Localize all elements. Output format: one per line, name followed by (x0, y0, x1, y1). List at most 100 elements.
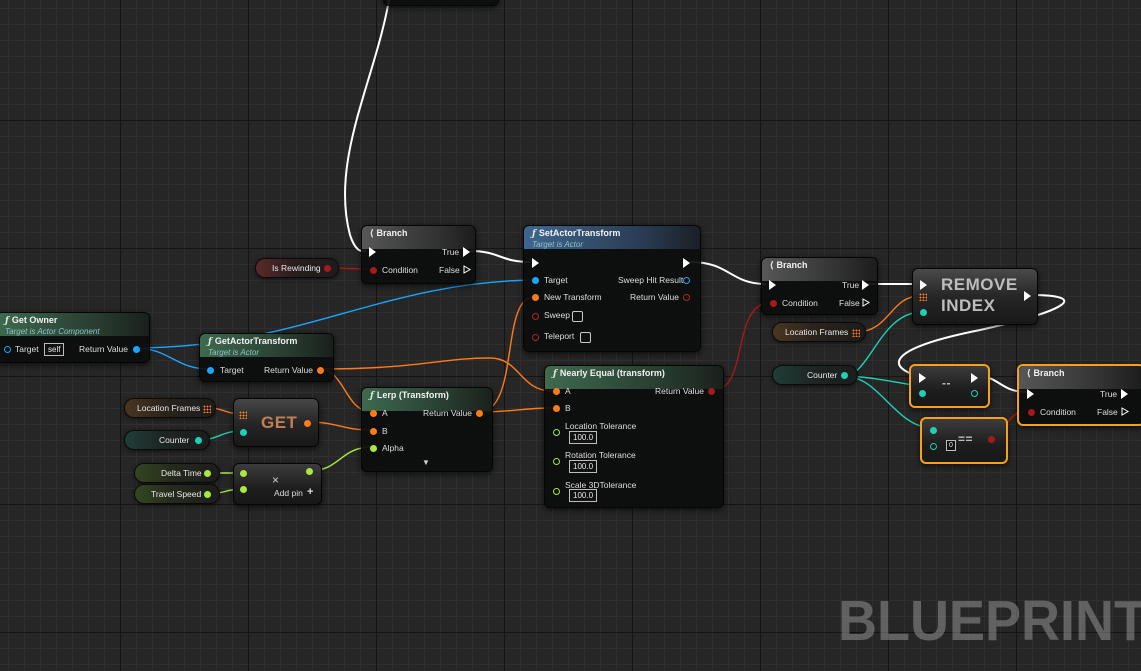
branch-1-false-pin[interactable] (463, 265, 471, 274)
branch-3-title: Branch (1033, 368, 1065, 378)
branch-2-true-pin[interactable] (862, 280, 869, 290)
teleport-checkbox[interactable] (580, 332, 591, 343)
var-location-frames-1[interactable]: Location Frames (124, 398, 216, 418)
equal-default-input[interactable]: 0 (946, 440, 956, 451)
nearly-equal-title: Nearly Equal (transform) (559, 368, 665, 378)
var-travel-speed-pin[interactable] (204, 491, 211, 498)
get-owner-target-label: Target (15, 344, 39, 354)
rotation-tolerance-input[interactable]: 100.0 (569, 460, 598, 473)
decrement-exec-in[interactable] (919, 373, 926, 383)
equal-b-pin[interactable] (930, 443, 937, 450)
multiply-b-pin[interactable] (240, 486, 247, 493)
nearly-equal-a-label: A (565, 386, 571, 396)
var-delta-time-pin[interactable] (204, 470, 211, 477)
var-is-rewinding[interactable]: Is Rewinding (255, 258, 339, 278)
add-pin-label[interactable]: Add pin (274, 488, 303, 498)
add-pin-plus-icon[interactable]: + (307, 486, 314, 498)
set-actor-transform-target-pin[interactable] (532, 277, 539, 284)
set-actor-transform-sweep-hit-pin[interactable] (683, 277, 690, 284)
nearly-equal-return-pin[interactable] (708, 388, 715, 395)
var-is-rewinding-pin[interactable] (324, 265, 331, 272)
nearly-equal-b-pin[interactable] (553, 405, 560, 412)
var-counter-1-pin[interactable] (195, 437, 202, 444)
branch-node-3[interactable]: ⟨Branch True Condition False (1017, 364, 1141, 426)
remove-index-exec-out[interactable] (1024, 291, 1031, 301)
branch-2-condition-pin[interactable] (770, 300, 777, 307)
remove-index-node[interactable]: REMOVE INDEX (912, 268, 1038, 325)
remove-index-line2: INDEX (941, 296, 996, 315)
lerp-expand-arrow[interactable]: ▼ (422, 458, 430, 467)
array-pin-icon[interactable] (203, 405, 211, 413)
lerp-return-pin[interactable] (476, 410, 483, 417)
branch-3-exec-in[interactable] (1027, 389, 1034, 399)
branch-2-false-pin[interactable] (862, 298, 870, 307)
branch-3-header: ⟨Branch (1019, 366, 1141, 389)
decrement-node[interactable]: -- (909, 364, 990, 408)
branch-3-condition-pin[interactable] (1028, 409, 1035, 416)
get-owner-return-pin[interactable] (133, 346, 140, 353)
rotation-tolerance-pin[interactable] (553, 458, 560, 465)
sweep-checkbox[interactable] (572, 311, 583, 322)
array-get-index-pin[interactable] (240, 429, 247, 436)
set-actor-transform-exec-out[interactable] (683, 258, 690, 268)
remove-index-exec-in[interactable] (920, 280, 927, 290)
decrement-in-pin[interactable] (919, 390, 926, 397)
lerp-b-pin[interactable] (370, 428, 377, 435)
nearly-equal-a-pin[interactable] (553, 388, 560, 395)
branch-1-exec-in[interactable] (369, 247, 376, 257)
equal-node[interactable]: 0 == (920, 417, 1008, 464)
var-counter-2-pin[interactable] (841, 372, 848, 379)
scale-tolerance-label: Scale 3DTolerance (565, 480, 637, 490)
array-get-node[interactable]: GET (233, 398, 319, 447)
branch-2-exec-in[interactable] (769, 280, 776, 290)
array-pin-icon[interactable] (239, 411, 247, 419)
var-delta-time[interactable]: Delta Time (134, 463, 220, 483)
function-icon: ƒ (370, 391, 374, 401)
scale-tolerance-input[interactable]: 100.0 (569, 489, 598, 502)
remove-index-index-pin[interactable] (920, 309, 927, 316)
decrement-exec-out[interactable] (971, 373, 978, 383)
array-get-out-pin[interactable] (304, 420, 311, 427)
set-actor-transform-teleport-pin[interactable] (532, 334, 539, 341)
lerp-a-pin[interactable] (370, 410, 377, 417)
var-travel-speed[interactable]: Travel Speed (134, 484, 220, 504)
get-owner-target-default[interactable]: self (44, 343, 65, 356)
branch-1-true-pin[interactable] (463, 247, 470, 257)
array-pin-icon[interactable] (852, 329, 860, 337)
set-actor-transform-exec-in[interactable] (532, 258, 539, 268)
branch-node-2[interactable]: ⟨Branch True Condition False (761, 257, 878, 315)
equal-symbol: == (958, 432, 974, 446)
location-tolerance-pin[interactable] (553, 429, 560, 436)
branch-1-condition-pin[interactable] (370, 267, 377, 274)
set-actor-transform-sweep-pin[interactable] (532, 313, 539, 320)
location-tolerance-input[interactable]: 100.0 (569, 431, 598, 444)
offscreen-node[interactable] (383, 0, 499, 6)
set-actor-transform-return-pin[interactable] (683, 294, 690, 301)
get-actor-transform-target-pin[interactable] (207, 367, 214, 374)
equal-out-pin[interactable] (988, 436, 995, 443)
multiply-a-pin[interactable] (240, 470, 247, 477)
get-actor-transform-return-pin[interactable] (317, 367, 324, 374)
array-pin-icon[interactable] (919, 293, 927, 301)
multiply-out-pin[interactable] (306, 468, 313, 475)
scale-tolerance-pin[interactable] (553, 488, 560, 495)
var-counter-2[interactable]: Counter (772, 365, 858, 385)
lerp-alpha-pin[interactable] (370, 445, 377, 452)
set-actor-transform-new-transform-pin[interactable] (532, 294, 539, 301)
multiply-node[interactable]: × Add pin + (233, 463, 322, 505)
branch-3-false-pin[interactable] (1121, 407, 1129, 416)
decrement-out-pin[interactable] (971, 390, 978, 397)
var-counter-1[interactable]: Counter (124, 430, 210, 450)
equal-a-pin[interactable] (930, 427, 937, 434)
branch-node-1[interactable]: ⟨Branch True Condition False (361, 225, 476, 284)
get-owner-target-pin[interactable] (4, 346, 11, 353)
var-location-frames-2[interactable]: Location Frames (772, 322, 866, 342)
var-delta-time-label: Delta Time (161, 468, 202, 478)
branch-3-true-pin[interactable] (1121, 389, 1128, 399)
function-icon: ƒ (532, 229, 536, 239)
